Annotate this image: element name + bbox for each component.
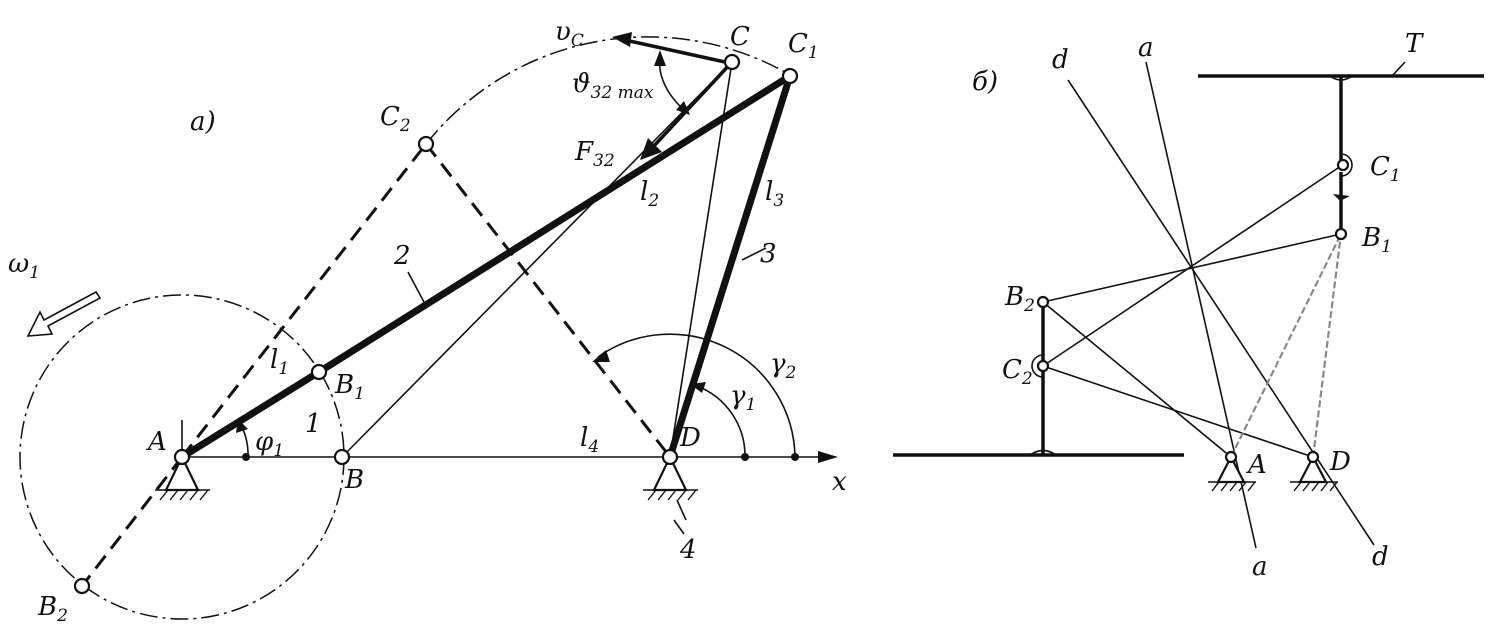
joint-a	[173, 448, 191, 466]
label-b1: B1	[334, 370, 365, 404]
line-b2-a	[1042, 301, 1232, 458]
joint-c	[723, 53, 741, 71]
joint-c1	[781, 67, 799, 85]
line-c2-d	[1042, 365, 1314, 458]
support-d	[643, 454, 698, 521]
joint-c2-hook	[1031, 354, 1044, 378]
velocity-arrow-head	[612, 32, 632, 47]
figure-a: а) A B B1 B2 C C1 C2 D l1 l2 l3 l4 1 2 3…	[8, 17, 847, 626]
label-force-f32: F32	[574, 137, 615, 171]
label-l1: l1	[270, 345, 289, 379]
rocker-link-3	[666, 72, 794, 461]
joint-b1-b	[1334, 227, 1348, 241]
theta-arrow-bottom	[676, 101, 690, 115]
joint-b	[333, 448, 351, 466]
label-b2: B2	[37, 592, 68, 626]
label-b1-b: B1	[1361, 223, 1392, 257]
panel-label-a: а)	[190, 107, 216, 137]
label-d-top: d	[1052, 45, 1069, 75]
joint-c2-b	[1036, 359, 1050, 373]
line-a-a	[1145, 61, 1257, 549]
dashed-crank-b2	[80, 456, 184, 587]
coupler-short	[650, 60, 734, 150]
joint-b2	[73, 577, 91, 595]
support-a	[155, 454, 210, 501]
velocity-arrow	[624, 38, 726, 64]
crank-link-1	[178, 368, 323, 461]
coupler-link-2	[315, 72, 794, 376]
label-a-bottom: a	[1252, 552, 1268, 582]
label-t: T	[1405, 29, 1424, 59]
joint-c1-b	[1336, 158, 1350, 172]
label-d: D	[679, 423, 701, 453]
theta-arrow-top	[654, 50, 666, 66]
rocker-arc	[425, 36, 793, 145]
omega-arrow	[26, 290, 102, 337]
label-c1-b: C1	[1370, 152, 1401, 186]
label-omega1: ω1	[8, 249, 40, 283]
axis-dot-3	[791, 453, 799, 461]
line-b-c	[341, 61, 733, 458]
gamma2-arc	[597, 333, 796, 458]
label-b2-b: B2	[1004, 282, 1035, 316]
gamma2-arrow	[592, 350, 610, 362]
link-number-4: 4	[679, 535, 697, 565]
slider-arrow	[1333, 194, 1350, 201]
label-c: C	[730, 22, 750, 52]
label-velocity-c: υC	[555, 17, 584, 51]
x-axis-arrow	[818, 451, 838, 463]
label-b: B	[344, 465, 364, 495]
label-c2-b: C2	[1002, 355, 1033, 389]
label-a-top: a	[1138, 33, 1154, 63]
joint-b1	[310, 363, 328, 381]
link-number-1: 1	[305, 409, 322, 439]
leader-3	[741, 247, 767, 261]
joint-c1-hook	[1340, 153, 1353, 177]
label-x-axis: x	[832, 467, 847, 497]
label-phi1: φ1	[255, 427, 284, 461]
axis-dot-1	[242, 453, 250, 461]
leader-4	[673, 519, 685, 535]
link-number-2: 2	[393, 241, 411, 271]
t-leader	[1391, 61, 1406, 77]
leader-2	[407, 271, 426, 305]
dashed-rocker-c2	[424, 143, 672, 458]
line-d-d	[1067, 79, 1375, 546]
top-fillet	[1329, 75, 1353, 81]
support-a-b	[1208, 450, 1256, 492]
joint-d	[661, 448, 679, 466]
phi-arrow	[236, 419, 248, 433]
label-d-bottom: d	[1372, 542, 1389, 572]
label-l2: l2	[640, 177, 659, 211]
gray-link-a-b1	[1230, 233, 1342, 458]
label-l3: l3	[765, 177, 784, 211]
line-c2-c1	[1042, 165, 1342, 367]
gamma1-arc	[696, 385, 746, 458]
line-b2-b1	[1042, 233, 1342, 303]
panel-label-b: б)	[972, 67, 998, 97]
line-d-c	[669, 61, 733, 458]
label-c2: C2	[380, 102, 411, 136]
joint-c2	[417, 135, 435, 153]
figure-b: б)	[893, 29, 1484, 582]
label-l4: l4	[580, 423, 599, 457]
label-a: A	[146, 427, 167, 457]
label-theta-max: ϑ32 max	[572, 69, 654, 103]
gamma1-arrow	[690, 382, 706, 393]
label-d-point-b: D	[1329, 447, 1351, 477]
dashed-coupler-b2-c2	[180, 143, 428, 458]
axis-dot-2	[741, 453, 749, 461]
label-gamma2: γ2	[770, 349, 796, 383]
support-d-b	[1290, 450, 1338, 492]
label-a-point-b: A	[1246, 450, 1267, 480]
gray-link-d-b1	[1311, 233, 1343, 458]
link-number-3: 3	[760, 239, 777, 269]
bottom-fillet	[1029, 449, 1057, 456]
label-gamma1: γ1	[730, 381, 756, 415]
force-arrow-head	[640, 138, 662, 160]
joint-b2-b	[1036, 295, 1050, 309]
label-c1: C1	[788, 29, 819, 63]
